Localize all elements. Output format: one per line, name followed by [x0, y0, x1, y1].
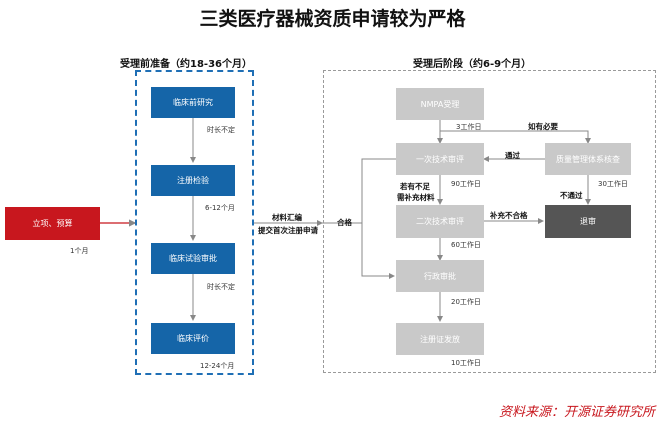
pre-acceptance-frame	[135, 70, 254, 375]
step-preclinical-research: 临床前研究	[151, 87, 235, 118]
step-label: 一次技术审评	[416, 154, 464, 164]
start-step-box: 立项、预算	[5, 207, 100, 240]
step-duration: 6-12个月	[205, 204, 235, 212]
step-reject: 退审	[545, 205, 631, 238]
post-acceptance-frame	[323, 70, 656, 373]
step-label: 行政审批	[424, 271, 456, 281]
step-label: 质量管理体系核查	[556, 154, 620, 164]
step-duration: 30工作日	[598, 180, 628, 188]
step-duration: 12-24个月	[200, 362, 235, 370]
page-title: 三类医疗器械资质申请较为严格	[199, 8, 466, 30]
step-nmpa-acceptance: NMPA受理	[396, 88, 484, 120]
step-duration: 90工作日	[451, 180, 481, 188]
step-label: 临床试验审批	[169, 254, 217, 263]
step-label: 二次技术审评	[416, 217, 464, 226]
step-duration: 3工作日	[456, 123, 482, 131]
edge-label-not-passed: 不通过	[560, 191, 583, 200]
pre-acceptance-title: 受理前准备（约18-36个月）	[120, 59, 252, 70]
step-registration-testing: 注册检验	[151, 165, 235, 196]
step-duration: 20工作日	[451, 298, 481, 306]
step-label: NMPA受理	[420, 99, 460, 109]
step-label: 注册证发放	[420, 334, 460, 344]
edge-label-supplement-2: 需补充材料	[397, 193, 435, 202]
step-label: 注册检验	[177, 176, 209, 185]
step-clinical-evaluation: 临床评价	[151, 323, 235, 354]
start-step-label: 立项、预算	[32, 219, 73, 228]
step-label: 退审	[580, 217, 596, 226]
step-quality-system-inspection: 质量管理体系核查	[545, 143, 631, 175]
edge-label-supplement-fail: 补充不合格	[490, 211, 528, 220]
step-clinical-trial-approval: 临床试验审批	[151, 243, 235, 274]
step-second-technical-review: 二次技术审评	[396, 205, 484, 238]
edge-label-supplement-1: 若有不足	[400, 182, 430, 191]
edge-label-passed: 通过	[505, 151, 520, 160]
post-acceptance-title: 受理后阶段（约6-9个月）	[413, 59, 532, 70]
start-step-duration: 1个月	[70, 247, 89, 255]
step-label: 临床前研究	[173, 98, 213, 107]
transition-label-line1: 材料汇编	[272, 213, 302, 222]
step-administrative-approval: 行政审批	[396, 260, 484, 292]
step-label: 临床评价	[177, 334, 209, 343]
step-duration: 时长不定	[207, 283, 235, 291]
edge-label-qualified: 合格	[337, 218, 352, 227]
step-duration: 10工作日	[451, 359, 481, 367]
step-duration: 时长不定	[207, 126, 235, 134]
step-duration: 60工作日	[451, 241, 481, 249]
source-note: 资料来源：开源证券研究所	[498, 405, 655, 420]
transition-label-line2: 提交首次注册申请	[258, 226, 318, 235]
edge-label-if-needed: 如有必要	[528, 122, 558, 131]
step-first-technical-review: 一次技术审评	[396, 143, 484, 175]
step-certificate-issuance: 注册证发放	[396, 323, 484, 355]
